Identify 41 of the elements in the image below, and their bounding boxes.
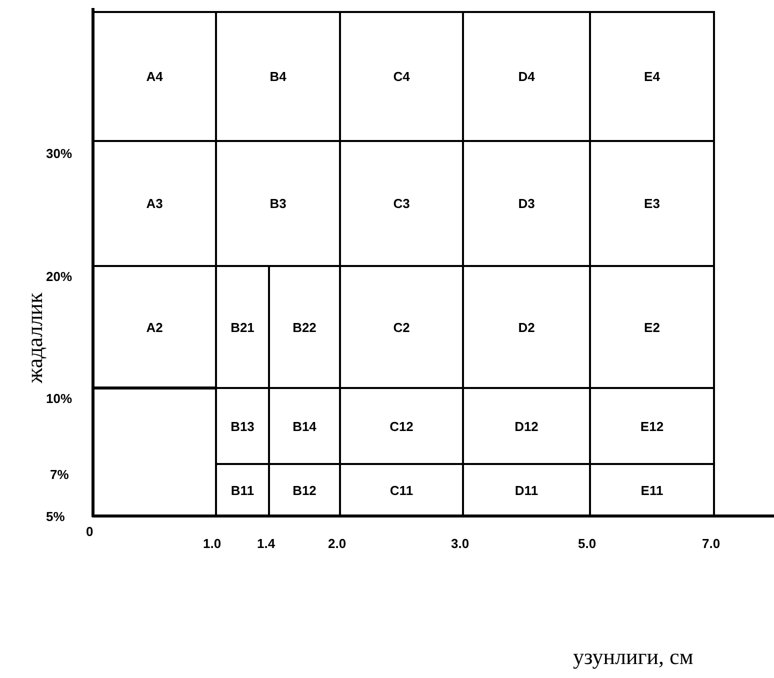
cell-label: E4 (644, 69, 660, 84)
cell-label: E3 (644, 196, 660, 211)
cell-label: B13 (230, 418, 254, 434)
cell-label: A4 (146, 69, 163, 84)
cell-label: B21 (230, 320, 254, 334)
grid-cell (589, 11, 715, 142)
cell-label: C3 (393, 196, 410, 211)
tick-label: 5% (46, 509, 65, 524)
tick-label: 7% (50, 467, 69, 482)
cell-label: B22 (292, 320, 316, 334)
cell-label: B4 (270, 69, 286, 84)
cell-label: C2 (393, 320, 410, 334)
cell-label: B12 (292, 482, 316, 498)
tick-label: 1.4 (257, 536, 276, 551)
cell-label: D11 (514, 482, 538, 498)
cell-label: A2 (146, 320, 163, 334)
tick-label: 2.0 (328, 536, 346, 551)
tick-label: 7.0 (702, 536, 720, 551)
cell-label: D4 (518, 69, 535, 84)
cell-label: E12 (640, 418, 664, 434)
cell-label: E2 (644, 320, 660, 334)
cell-label: C4 (393, 69, 410, 84)
tick-label: 5.0 (578, 536, 596, 551)
cell-label: D2 (518, 320, 535, 334)
cell-label: E11 (640, 482, 664, 498)
axis-title: узунлиги, см (573, 644, 694, 670)
cell-label: D12 (514, 418, 538, 434)
tick-label: 30% (46, 146, 72, 161)
tick-label: 0 (86, 524, 94, 539)
cell-label: B3 (270, 196, 286, 211)
cell-label: A3 (146, 196, 163, 211)
tick-label: 1.0 (203, 536, 222, 551)
axis-title: жадаллик (22, 292, 48, 386)
cell-label: C11 (390, 482, 414, 498)
cell-label: D3 (518, 196, 535, 211)
tick-label: 20% (46, 269, 72, 284)
cell-label: B14 (292, 418, 316, 434)
cell-label: C12 (390, 418, 414, 434)
tick-label: 10% (46, 391, 72, 406)
cell-label: B11 (230, 482, 254, 498)
tick-label: 3.0 (451, 536, 470, 551)
